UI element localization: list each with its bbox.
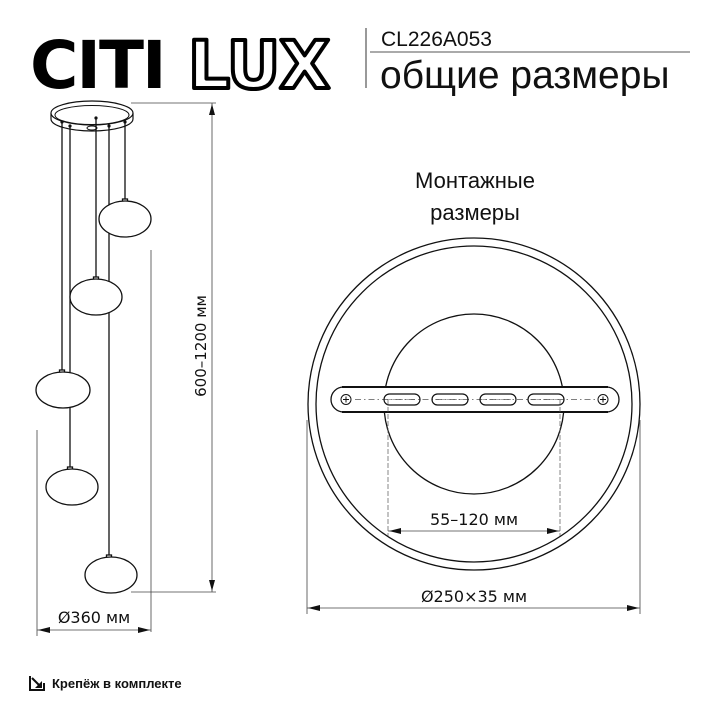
brand-logo: CITI LUX bbox=[30, 25, 332, 106]
ceiling-canopy bbox=[50, 100, 134, 132]
screw-icon bbox=[340, 394, 352, 405]
mount-spacing-label: 55–120 мм bbox=[430, 510, 518, 529]
glass-shade bbox=[69, 276, 123, 316]
mounting-title-line1: Монтажные bbox=[415, 168, 535, 193]
spread-dimension bbox=[37, 627, 151, 633]
page-subtitle: общие размеры bbox=[380, 54, 669, 97]
spread-dim-label: Ø360 мм bbox=[58, 608, 130, 627]
glass-shade bbox=[45, 466, 99, 506]
glass-shade bbox=[84, 554, 138, 594]
pendant-side-view bbox=[35, 100, 152, 594]
footer-note: Крепёж в комплекте bbox=[28, 674, 182, 692]
brand-outline-text: LUX bbox=[188, 27, 329, 104]
height-dim-label: 600–1200 мм bbox=[192, 295, 210, 397]
mount-spacing-dimension bbox=[387, 400, 561, 536]
canopy-diameter-dimension bbox=[306, 420, 641, 614]
footer-label: Крепёж в комплекте bbox=[52, 675, 182, 691]
mounting-title-line2: размеры bbox=[430, 200, 520, 225]
brand-solid-text: CITI bbox=[30, 27, 165, 104]
glass-shade bbox=[35, 369, 91, 409]
canopy-diameter-label: Ø250×35 мм bbox=[421, 587, 527, 606]
glass-shade bbox=[98, 198, 152, 238]
bracket-slots bbox=[383, 393, 565, 406]
height-dimension bbox=[36, 102, 216, 636]
mounting-bracket bbox=[330, 386, 620, 413]
canopy-outer-circle bbox=[307, 237, 641, 571]
model-number: CL226A053 bbox=[381, 28, 492, 51]
screw-icon bbox=[597, 394, 609, 405]
canopy-inner-circle bbox=[315, 245, 633, 563]
fastener-arrow-icon bbox=[29, 676, 45, 691]
